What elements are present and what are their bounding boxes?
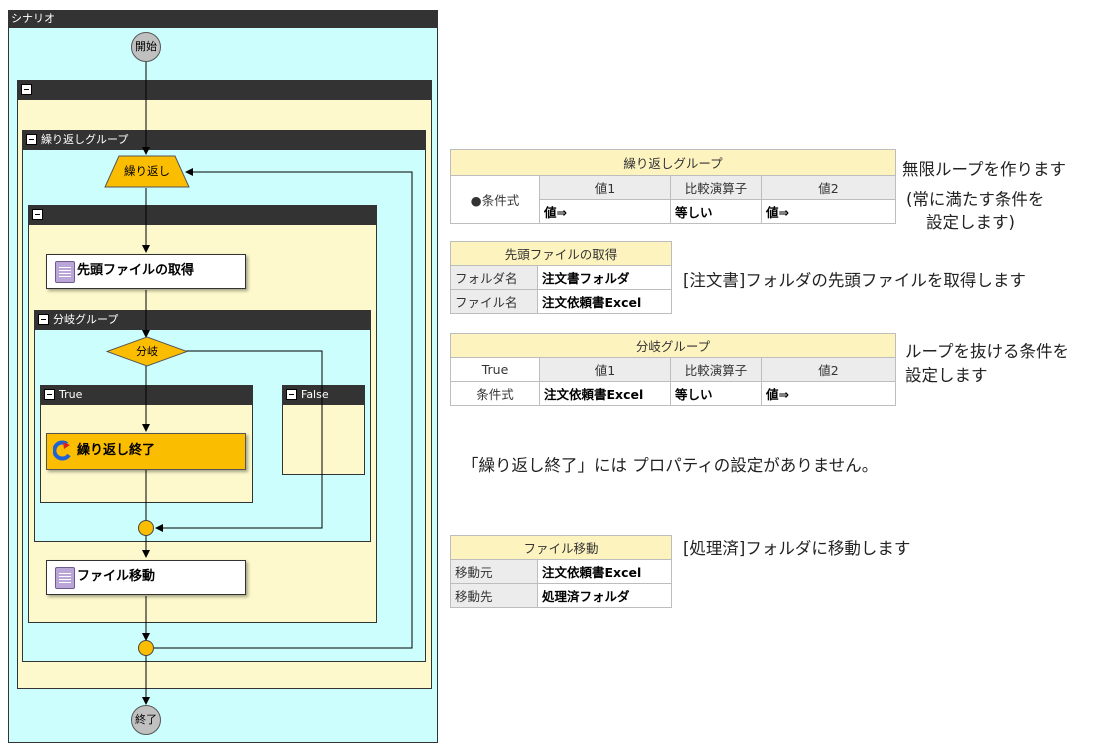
outer-group-header[interactable]: [17, 80, 432, 100]
branch-table-value1[interactable]: 注文依頼書Excel: [539, 381, 671, 406]
move-file-label1: 移動元: [450, 559, 538, 584]
step-loop-end[interactable]: 繰り返し終了: [46, 433, 246, 470]
loop-note-line3: 設定します): [926, 213, 1015, 232]
get-file-properties-table: 先頭ファイルの取得 フォルダ名 注文書フォルダ ファイル名 注文依頼書Excel: [450, 241, 672, 314]
scenario-title: シナリオ: [8, 10, 438, 28]
branch-table-col3: 値2: [761, 357, 896, 382]
collapse-icon[interactable]: [38, 313, 49, 325]
branch-node-label: 分岐: [136, 345, 158, 358]
branch-note-line1: ループを抜ける条件を: [905, 342, 1070, 361]
move-file-table-title: ファイル移動: [450, 535, 672, 560]
step-move-file-label: ファイル移動: [77, 569, 156, 584]
start-node[interactable]: 開始: [131, 32, 161, 62]
get-file-note: [注文書]フォルダの先頭ファイルを取得します: [683, 271, 1026, 290]
collapse-icon[interactable]: [286, 388, 297, 400]
true-branch-label: True: [59, 388, 83, 401]
branch-table-row-label: 条件式: [450, 381, 540, 406]
branch-merge-junction: [138, 520, 154, 536]
loop-group-label: 繰り返しグループ: [41, 133, 129, 146]
branch-group-header[interactable]: 分岐グループ: [34, 310, 371, 330]
get-file-table-title: 先頭ファイルの取得: [450, 241, 672, 266]
loop-table-col1: 値1: [539, 175, 671, 200]
branch-table-value3[interactable]: 値⇒: [761, 381, 896, 406]
loop-table-col3: 値2: [761, 175, 896, 200]
get-file-value2[interactable]: 注文依頼書Excel: [537, 289, 672, 314]
get-file-value1[interactable]: 注文書フォルダ: [537, 265, 672, 290]
loop-merge-junction: [138, 640, 154, 656]
collapse-icon[interactable]: [21, 83, 32, 95]
loop-table-col2: 比較演算子: [670, 175, 762, 200]
step-move-file[interactable]: ファイル移動: [46, 560, 246, 595]
move-file-value1[interactable]: 注文依頼書Excel: [537, 559, 672, 584]
collapse-icon[interactable]: [32, 208, 43, 220]
branch-table-true: True: [450, 357, 540, 382]
loop-note-line1: 無限ループを作ります: [902, 160, 1067, 179]
inner-group-header[interactable]: [28, 205, 377, 225]
branch-table-value2[interactable]: 等しい: [670, 381, 762, 406]
loop-group-header[interactable]: 繰り返しグループ: [22, 130, 426, 150]
loop-node-label: 繰り返し: [124, 164, 170, 178]
loop-table-value3[interactable]: 値⇒: [761, 199, 896, 224]
end-node[interactable]: 終了: [131, 705, 161, 735]
branch-properties-table: 分岐グループ True 値1 比較演算子 値2 条件式 注文依頼書Excel 等…: [450, 333, 896, 406]
branch-node[interactable]: [106, 336, 188, 367]
get-file-label2: ファイル名: [450, 289, 538, 314]
collapse-icon[interactable]: [26, 133, 37, 145]
step-loop-end-label: 繰り返し終了: [77, 443, 156, 458]
branch-group-label: 分岐グループ: [53, 313, 119, 326]
loop-table-value2[interactable]: 等しい: [670, 199, 762, 224]
collapse-icon[interactable]: [44, 388, 55, 400]
false-branch-header[interactable]: False: [282, 385, 365, 405]
loop-table-value1[interactable]: 値⇒: [539, 199, 671, 224]
branch-table-title: 分岐グループ: [450, 333, 896, 358]
branch-note-line2: 設定します: [905, 366, 988, 385]
move-file-label2: 移動先: [450, 583, 538, 608]
step-get-file[interactable]: 先頭ファイルの取得: [46, 254, 246, 289]
loop-table-title: 繰り返しグループ: [450, 149, 896, 176]
loop-properties-table: 繰り返しグループ ●条件式 値1 比較演算子 値2 値⇒ 等しい 値⇒: [450, 149, 896, 224]
move-file-value2[interactable]: 処理済フォルダ: [537, 583, 672, 608]
script-icon: [55, 567, 75, 589]
loop-table-row-label: ●条件式: [450, 175, 540, 224]
branch-table-col1: 値1: [539, 357, 671, 382]
loop-end-note: 「繰り返し終了」には プロパティの設定がありません。: [462, 456, 879, 475]
get-file-label1: フォルダ名: [450, 265, 538, 290]
script-icon: [55, 261, 75, 283]
move-file-note: [処理済]フォルダに移動します: [683, 539, 911, 558]
loop-node[interactable]: [104, 155, 190, 188]
move-file-properties-table: ファイル移動 移動元 注文依頼書Excel 移動先 処理済フォルダ: [450, 535, 672, 608]
loop-end-icon: [53, 440, 71, 461]
step-get-file-label: 先頭ファイルの取得: [77, 263, 195, 278]
branch-table-col2: 比較演算子: [670, 357, 762, 382]
loop-note-line2: (常に満たす条件を: [906, 190, 1045, 209]
